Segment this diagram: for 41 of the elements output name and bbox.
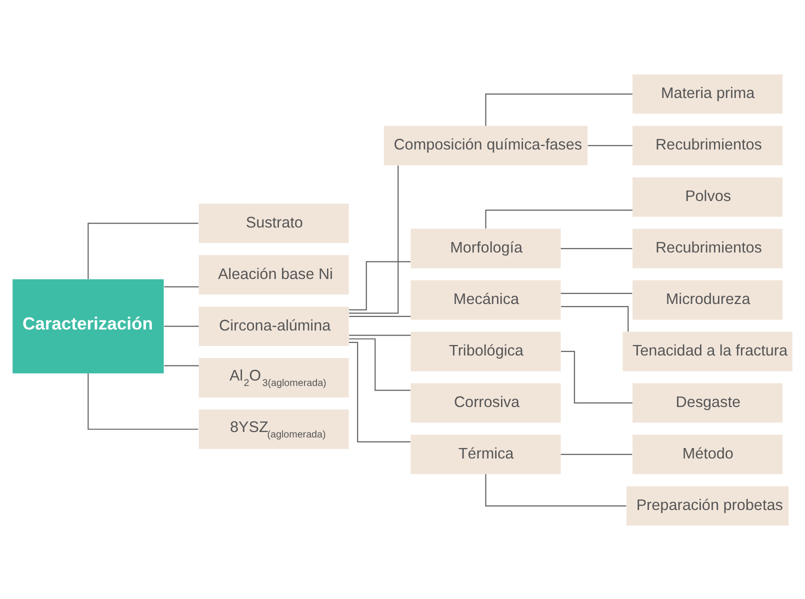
connector — [560, 453, 632, 454]
node-box: Recubrimientos — [632, 228, 783, 268]
node-box: Térmica — [410, 434, 561, 474]
node-box: Tribológica — [410, 331, 561, 371]
node-box: Aleación base Ni — [198, 254, 349, 294]
node-box: Circona-alúmina — [198, 306, 349, 346]
connector — [348, 164, 399, 314]
connector — [560, 247, 632, 249]
connector — [164, 325, 199, 326]
node-box: Morfología — [410, 228, 561, 268]
connector — [164, 364, 199, 366]
connector — [485, 209, 632, 228]
connector — [349, 334, 411, 336]
node-box: Desgaste — [632, 382, 783, 422]
connector — [349, 315, 411, 316]
connector — [588, 144, 632, 146]
node-box: Preparación probetas — [626, 486, 789, 526]
node-box: Recubrimientos — [632, 125, 783, 165]
node-box: 8YSZ$_{(aglomerada)}$ — [198, 409, 349, 448]
node-box: Materia prima — [632, 74, 783, 114]
node-box: Caracterización — [12, 278, 164, 373]
connector — [88, 373, 198, 430]
connector — [485, 93, 632, 126]
connector — [348, 341, 410, 442]
connector — [88, 222, 198, 279]
connector — [560, 350, 632, 403]
connector — [561, 306, 629, 332]
connector — [560, 292, 632, 294]
node-box: Microdureza — [632, 280, 783, 320]
connector — [348, 260, 410, 310]
connector — [349, 338, 410, 390]
node-box: Tenacidad a la fractura — [622, 331, 792, 371]
connector — [485, 474, 626, 506]
connector — [164, 286, 199, 287]
node-box: Método — [632, 434, 783, 474]
node-box: Composición química-fases — [384, 125, 588, 165]
node-box: Sustrato — [198, 203, 349, 243]
node-box: Al$_{2}$O$_{3(aglomerada)}$ — [198, 358, 349, 397]
node-box: Polvos — [632, 176, 783, 216]
node-box: Corrosiva — [410, 382, 561, 422]
node-box: Mecánica — [410, 280, 561, 320]
